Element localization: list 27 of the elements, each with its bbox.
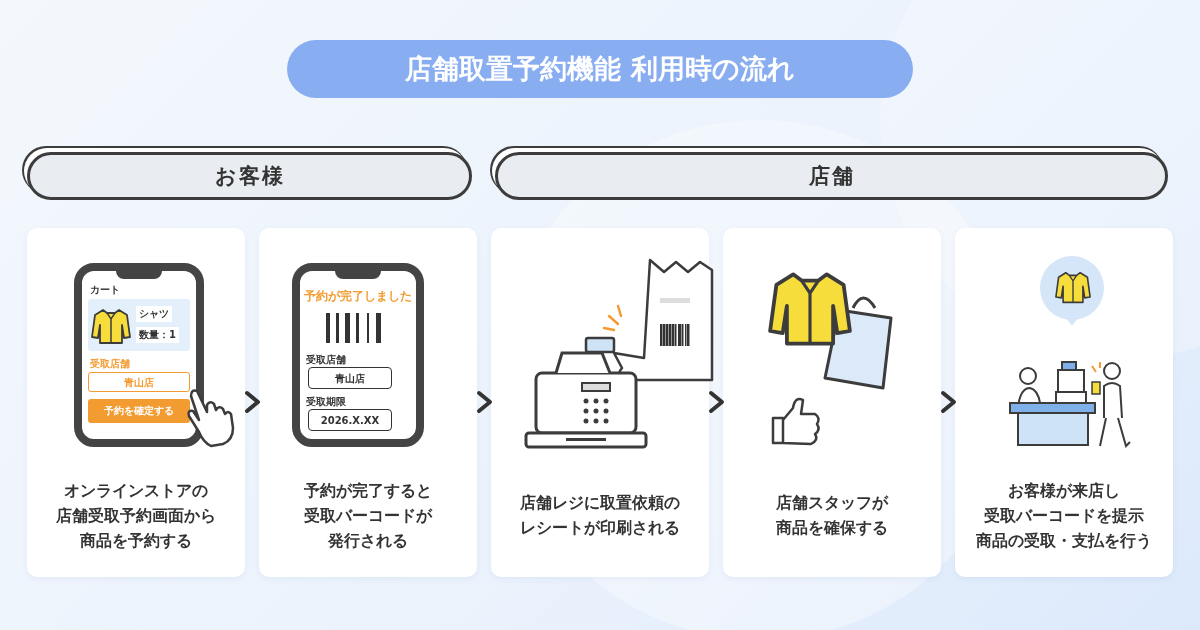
field-label: 受取期限 — [306, 395, 346, 409]
step-description: オンラインストアの店舗受取予約画面から商品を予約する — [55, 480, 217, 552]
step-description: お客様が来店し受取バーコードを提示商品の受取・支払を行う — [975, 480, 1153, 552]
chevron-arrow — [941, 391, 956, 413]
step-card — [955, 228, 1173, 577]
store-field: 青山店 — [308, 367, 392, 389]
section-heading: 店舗 — [808, 163, 855, 190]
step-description: 店舗レジに取置依頼のレシートが印刷される — [519, 493, 681, 539]
step-description: 予約が完了すると受取バーコードが発行される — [303, 480, 434, 552]
step-description: 店舗スタッフが商品を確保する — [775, 493, 890, 539]
chevron-arrow — [709, 391, 724, 413]
completion-message: 予約が完了しました — [303, 288, 413, 305]
confirm-button: 予約を確定する — [88, 399, 190, 423]
quantity-text: 数量：1 — [136, 327, 179, 343]
section-heading: お客様 — [214, 163, 285, 190]
field-label: 受取店舗 — [306, 353, 346, 367]
screen-heading: カート — [90, 283, 120, 297]
step-card — [259, 228, 477, 577]
chevron-arrow — [245, 391, 260, 413]
field-label: 受取店舗 — [90, 357, 130, 371]
chevron-arrow — [477, 391, 492, 413]
title-banner: 店舗取置予約機能 利用時の流れ — [287, 40, 913, 98]
step-card — [723, 228, 941, 577]
store-field: 青山店 — [88, 372, 190, 392]
product-name: シャツ — [136, 306, 172, 322]
date-field: 2026.X.XX — [308, 409, 392, 431]
step-card — [27, 228, 245, 577]
